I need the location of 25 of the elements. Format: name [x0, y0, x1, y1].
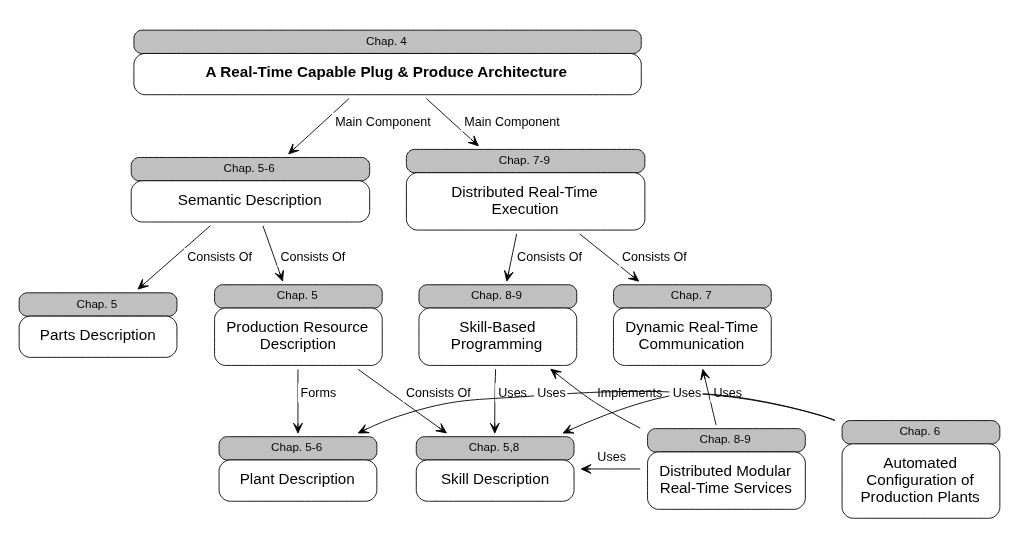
edge-label: Main Component — [335, 114, 431, 129]
edge-label: Consists Of — [187, 250, 253, 265]
arrow — [504, 233, 518, 282]
arrow — [489, 368, 500, 434]
arrow — [288, 98, 350, 155]
arrow — [579, 233, 640, 282]
edge-label: Main Component — [464, 114, 560, 129]
arrow — [580, 464, 641, 474]
edge-label: Uses — [713, 385, 743, 400]
arrow — [700, 368, 717, 426]
arrow — [293, 368, 303, 434]
arrow — [137, 225, 211, 290]
edge-label: Uses — [672, 385, 702, 400]
edge-label: Consists Of — [622, 250, 687, 265]
arrow — [550, 368, 641, 429]
edge-label: Uses — [498, 385, 527, 400]
edge-label: Uses — [597, 449, 626, 464]
edge-label: Consists Of — [405, 385, 471, 400]
arrow — [262, 225, 284, 282]
arrow — [425, 98, 479, 147]
edge-label: Consists Of — [517, 250, 582, 265]
arrow — [357, 368, 447, 434]
edge-label: Consists Of — [280, 250, 346, 265]
edge-label: Forms — [300, 385, 337, 400]
edge-label: Uses — [537, 385, 566, 400]
